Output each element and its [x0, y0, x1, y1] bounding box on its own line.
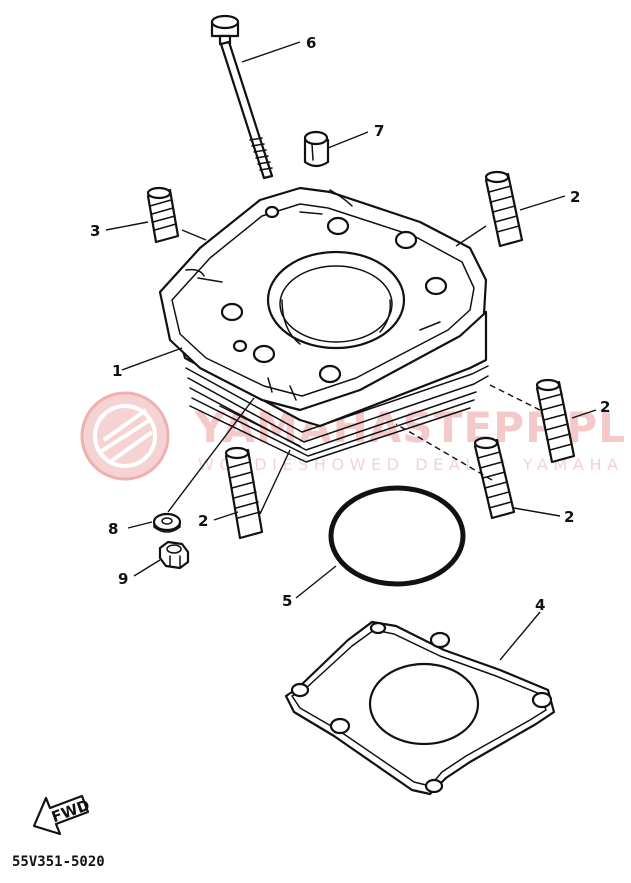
- callout-5: 5: [282, 592, 292, 610]
- callout-7: 7: [374, 122, 384, 140]
- stud-part-2-left: [224, 446, 264, 540]
- callout-9: 9: [118, 570, 128, 588]
- callout-4: 4: [535, 596, 545, 614]
- callout-2-left: 2: [198, 512, 208, 530]
- bolt-part-6: [210, 14, 274, 180]
- callout-3: 3: [90, 222, 100, 240]
- o-ring-part-5: [328, 485, 466, 587]
- cylinder-part-1: [158, 186, 489, 463]
- nut-part-9: [158, 540, 190, 570]
- callout-8: 8: [108, 520, 118, 538]
- washer-part-8: [152, 512, 182, 533]
- dowel-pin-part-7: [303, 130, 330, 168]
- callout-2-lower-right: 2: [564, 508, 574, 526]
- stud-part-3: [146, 186, 180, 244]
- callout-2-right: 2: [600, 398, 610, 416]
- callout-6: 6: [306, 34, 316, 52]
- watermark-logo-icon: [80, 391, 170, 481]
- callout-1: 1: [112, 362, 122, 380]
- stud-part-2-right: [535, 378, 576, 464]
- forward-direction-arrow-icon: FWD: [32, 794, 92, 836]
- diagram-code: 55V351-5020: [12, 854, 105, 870]
- fwd-label: FWD: [49, 796, 92, 826]
- stud-part-2-upper-right: [484, 170, 524, 248]
- stud-part-2-lower-right: [473, 436, 516, 520]
- gasket-part-4: [284, 620, 556, 796]
- callout-2-upper-right: 2: [570, 188, 580, 206]
- leader-lines: [105, 41, 597, 661]
